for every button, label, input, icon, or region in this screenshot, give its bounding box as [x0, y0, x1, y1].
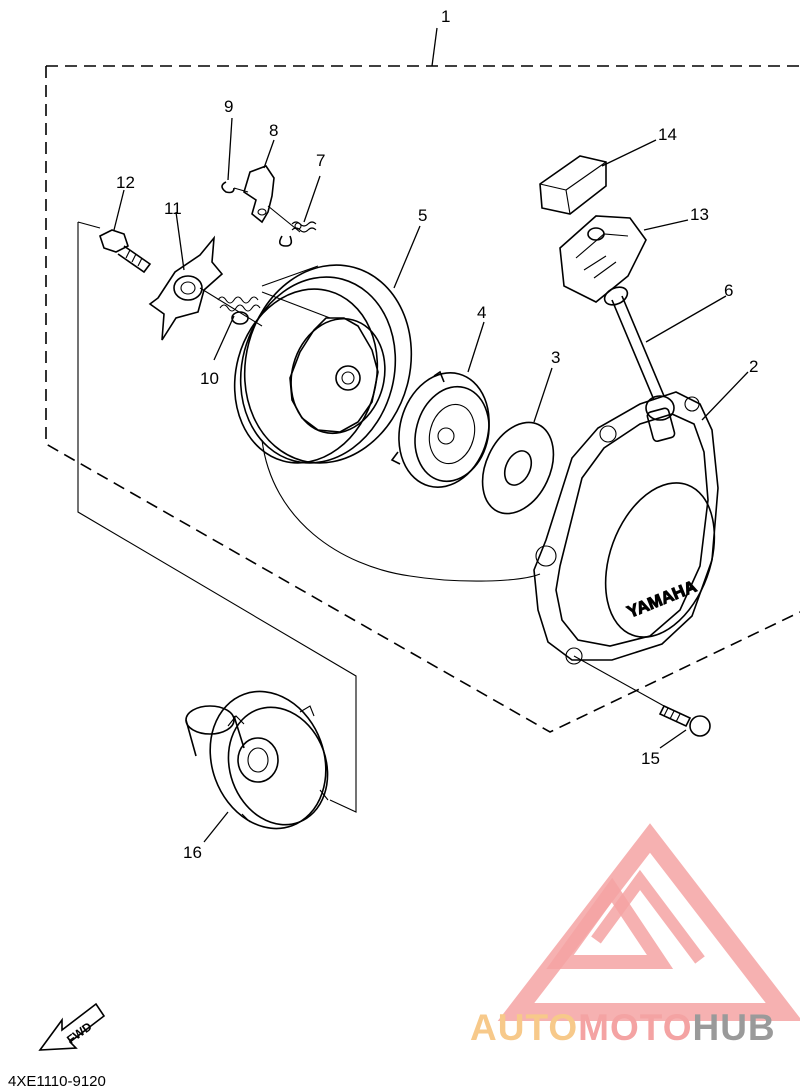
- callout-10: 10: [200, 369, 219, 388]
- part-14-grip: [539, 155, 607, 215]
- part-8-pawl: [243, 165, 275, 224]
- part-6-rope: [603, 286, 676, 442]
- part-9-clip: [221, 181, 235, 194]
- callout-15: 15: [641, 749, 660, 768]
- callout-6: 6: [724, 281, 733, 300]
- part-7-spring: [278, 221, 317, 247]
- part-2-cover: YAMAHA: [533, 391, 719, 665]
- part-11-plate: [148, 235, 224, 341]
- diagram-code: 4XE1110-9120: [8, 1073, 106, 1090]
- starter-rope: [261, 439, 541, 582]
- part-15-bolt: [658, 704, 711, 737]
- automotohub-logo: [497, 823, 800, 1021]
- callout-3: 3: [551, 348, 560, 367]
- part-16-cup: [185, 690, 329, 830]
- callout-12: 12: [116, 173, 135, 192]
- logo-triangle: [497, 823, 800, 1021]
- watermark-moto: MOTO: [578, 1007, 692, 1048]
- part-4-drive: [390, 370, 490, 488]
- callout-1: 1: [441, 7, 450, 26]
- fwd-arrow-icon: FWD: [38, 1002, 106, 1051]
- callout-2: 2: [749, 357, 758, 376]
- callout-14: 14: [658, 125, 677, 144]
- callout-13: 13: [690, 205, 709, 224]
- part-13-handle: [559, 215, 647, 303]
- part16-frame: [77, 222, 357, 813]
- callout-8: 8: [269, 121, 278, 140]
- callout-4: 4: [477, 303, 486, 322]
- watermark-auto: AUTO: [470, 1007, 578, 1048]
- cover-brand-text: YAMAHA: [624, 577, 699, 622]
- part-12-bolt: [99, 229, 152, 274]
- callout-16: 16: [183, 843, 202, 862]
- fwd-label: FWD: [64, 1019, 95, 1047]
- watermark-text: AUTOMOTOHUB: [470, 1007, 776, 1048]
- callout-5: 5: [418, 206, 427, 225]
- watermark-hub: HUB: [692, 1007, 775, 1048]
- callout-11: 11: [164, 199, 182, 218]
- callout-9: 9: [224, 97, 233, 116]
- part-10-spring: [217, 296, 261, 325]
- callout-7: 7: [316, 151, 325, 170]
- part-5-pulley: [233, 264, 413, 464]
- part-3-washer: [481, 421, 555, 515]
